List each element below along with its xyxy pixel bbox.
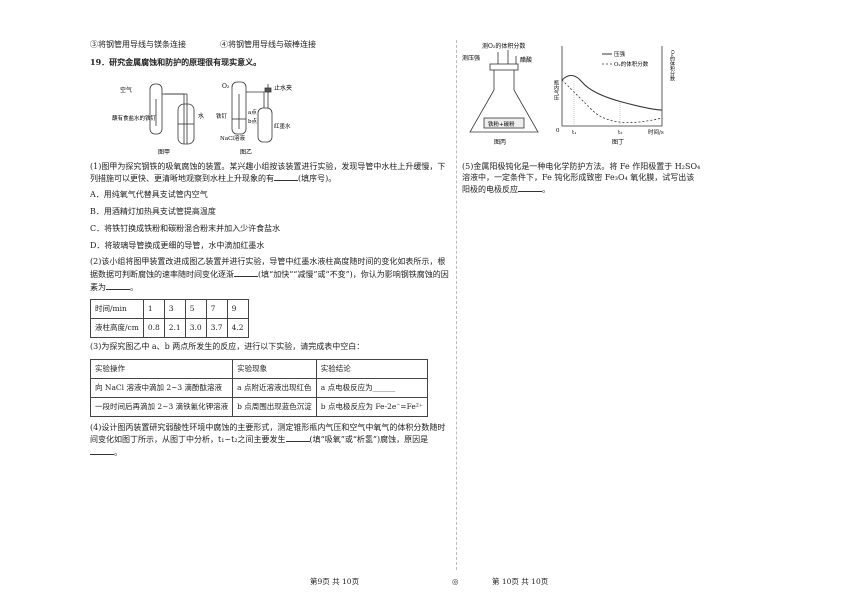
label-iron-nail: 蘸有食盐水的铁钉 [112,114,157,122]
caption-jia: 图甲 [158,149,170,156]
label-pressure-sensor: 测压强 [462,54,480,62]
q19-part5: (5)金属阳极钝化是一种电化学防护方法。将 Fe 作阳极置于 H₂SO₄ 溶液中… [462,161,701,195]
experiment-table: 实验操作 实验现象 实验结论 向 NaCl 溶液中滴加 2~3 滴酚酞溶液 a … [89,358,428,417]
table-row: 时间/min 1 3 5 7 9 [90,298,249,319]
table-cell: 1 [142,298,165,319]
table-row: 向 NaCl 溶液中滴加 2~3 滴酚酞溶液 a 点附近溶液出现红色 a 点电极… [89,377,428,398]
option-a: A．用纯氧气代替具支试管内空气 [90,190,208,200]
footer-mark: ◎ [452,577,459,586]
option-c: C．将铁钉换成铁粉和碳粉混合粉末并加入少许食盐水 [90,223,281,233]
label-air: 空气 [120,86,132,94]
figure-yi [231,81,273,142]
blank-4[interactable] [285,433,310,443]
label-nail: 铁钉 [216,112,228,120]
label-o2: O₂ [222,83,230,90]
option-d: D．将玻璃导管换成更细的导管，水中滴加红墨水 [90,240,265,250]
q18-options-row: ③将钢管用导线与镁条连接 ④将钢管用导线与碳棒连接 [90,40,450,51]
table-cell: 9 [226,298,249,319]
pressure-curve [561,75,663,111]
label-b-point: b点 [248,118,258,125]
figure-bing-ding-svg: 测O₂的体积分数 测压强 醋酸 铁粉+碳粉 图丙 瓶内气压 O₂的体积分数 压强… [462,42,675,146]
q18-option-4: ④将钢管用导线与碳棒连接 [220,40,316,49]
table-header: 实验结论 [315,358,428,379]
caption-bing: 图丙 [494,139,506,146]
table-cell: b 点周围出现蓝色沉淀 [232,396,317,417]
table-row: 液柱高度/cm 0.8 2.1 3.0 3.7 4.2 [90,317,249,338]
table-cell: a 点电极反应为______ [315,377,428,398]
table-cell: 液柱高度/cm [90,317,144,338]
blank-5[interactable] [90,446,114,456]
label-origin: 0 [556,128,560,134]
option-b: B．用酒精灯加热具支试管提高温度 [90,206,216,216]
label-t2: t₂ [618,130,622,136]
label-t1: t₁ [572,130,576,136]
caption-yi: 图乙 [240,149,252,156]
q19-part3: (3)为探究图乙中 a、b 两点所发生的反应，进行以下实验，请完成表中空白： [90,341,365,351]
table-cell: 0.8 [142,317,165,338]
legend-o2: O₂的体积分数 [614,60,649,68]
table-header-row: 实验操作 实验现象 实验结论 [89,358,428,379]
q19-part2: (2)该小组将图甲装置改进成图乙装置并进行实验，导管中红墨水液柱高度随时间的变化… [90,257,449,292]
label-a-point: a点 [248,109,257,116]
column-divider [456,40,457,570]
table-cell: 5 [184,298,207,319]
table-row: 一段时间后再滴加 2~3 滴铁氰化钾溶液 b 点周围出现蓝色沉淀 b 点电极反应… [89,396,428,417]
footer-right: 第 10页 共 10页 [492,577,549,586]
table-cell: 4.2 [226,317,249,338]
table-cell: 时间/min [90,298,144,319]
legend-pressure: 压强 [614,51,626,58]
blank-6[interactable] [518,183,542,193]
q18-option-3: ③将钢管用导线与镁条连接 [90,40,186,49]
q19-part4: (4)设计图丙装置研究弱酸性环境中腐蚀的主要形式，测定锥形瓶内气压和空气中氧气的… [90,422,446,458]
left-column: ③将钢管用导线与镁条连接 ④将钢管用导线与碳棒连接 19．研究金属腐蚀和防护的原… [89,40,450,464]
label-nacl: NaCl溶液 [220,134,246,142]
blank-3[interactable] [106,281,130,290]
table-cell: 7 [205,298,228,319]
label-ylabel-pressure: 瓶内气压 [553,79,559,101]
label-o2-sensor: 测O₂的体积分数 [482,42,525,50]
figure-jia-yi-svg: 空气 蘸有食盐水的铁钉 水 图甲 O₂ 止水夹 a点 b点 铁 [112,81,292,156]
figure-ding [561,46,663,127]
label-xlabel: 时间/s [648,128,664,136]
table-cell: 3.0 [184,317,207,338]
label-clamp: 止水夹 [274,84,292,92]
caption-ding: 图丁 [612,139,624,146]
table-cell: 向 NaCl 溶液中滴加 2~3 滴酚酞溶液 [89,377,234,398]
label-red-ink: 红墨水 [274,122,291,130]
o2-curve [561,79,663,123]
blank-1[interactable] [274,172,298,182]
footer-left: 第9页 共 10页 [310,577,360,586]
q19-title: 19．研究金属腐蚀和防护的原理很有现实意义。 [90,56,262,67]
table-cell: 一段时间后再滴加 2~3 滴铁氰化钾溶液 [89,396,234,417]
label-acetic-acid: 醋酸 [520,56,532,64]
q19-part1: (1)图甲为探究钢铁的吸氧腐蚀的装置。某兴趣小组按该装置进行实验，发现导管中水柱… [90,161,446,184]
height-table: 时间/min 1 3 5 7 9 液柱高度/cm 0.8 2.1 3.0 3.7… [90,298,249,338]
table-header: 实验现象 [232,358,317,379]
right-column: 测O₂的体积分数 测压强 醋酸 铁粉+碳粉 图丙 瓶内气压 O₂的体积分数 压强… [462,40,842,201]
figure-bing [469,50,539,133]
table-cell: 3.7 [205,317,228,338]
label-ylabel-o2: O₂的体积分数 [669,50,675,83]
table-cell: 3 [163,298,186,319]
label-water: 水 [198,112,204,120]
table-header: 实验操作 [89,358,234,379]
table-cell: b 点电极反应为 Fe-2e⁻=Fe²⁺ [315,396,428,417]
table-cell: 2.1 [163,317,186,338]
table-cell: a 点附近溶液出现红色 [232,377,317,398]
figure-jia [149,83,195,144]
figures-jia-yi: 空气 蘸有食盐水的铁钉 水 图甲 O₂ 止水夹 a点 b点 铁 [90,74,450,156]
label-powder: 铁粉+碳粉 [488,120,515,128]
blank-2[interactable] [234,268,258,278]
